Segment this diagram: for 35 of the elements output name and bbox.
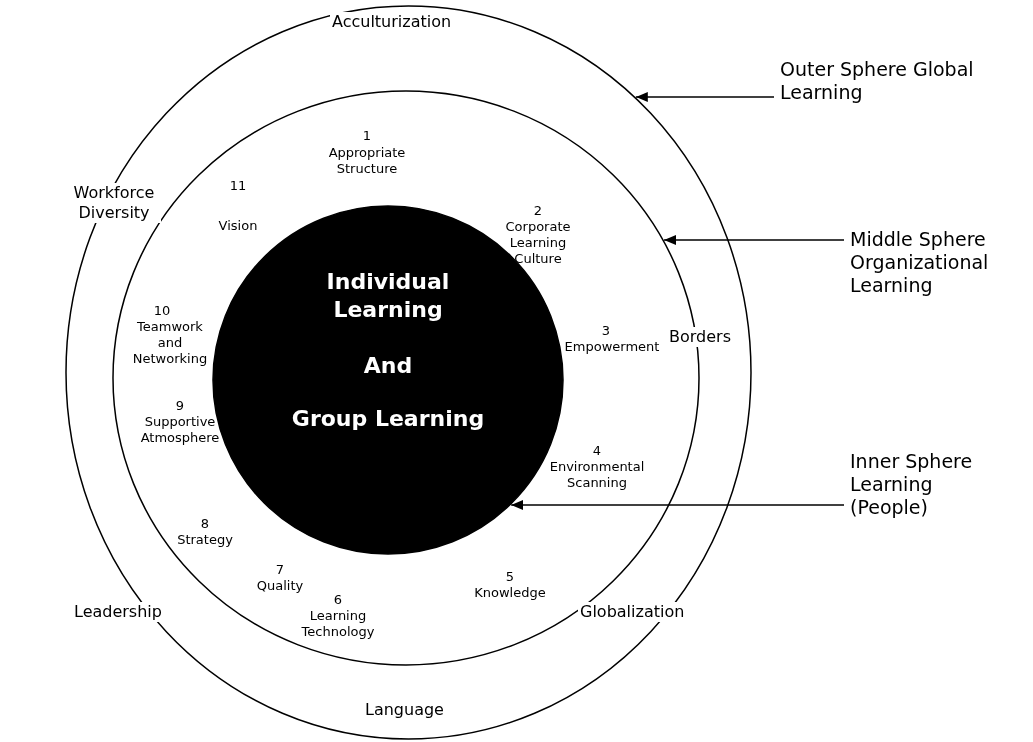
element-label: 9 — [174, 398, 186, 414]
sphere-caption: Outer Sphere Global Learning — [780, 58, 1020, 104]
sphere-label: Language — [363, 700, 446, 720]
core-label: Group Learning — [290, 405, 486, 433]
element-label: 10 — [152, 303, 172, 319]
arrow — [635, 92, 775, 102]
element-label: Environmental Scanning — [549, 459, 645, 491]
element-label: 1 — [361, 128, 373, 144]
element-label: Teamwork and Networking — [131, 319, 209, 367]
element-label: 7 — [274, 562, 286, 578]
sphere-label: Borders — [667, 327, 733, 347]
element-label: Supportive Atmosphere — [139, 414, 221, 446]
element-label: Knowledge — [473, 585, 547, 601]
element-label: 11 — [228, 178, 248, 194]
arrow — [510, 500, 845, 510]
sphere-label: Globalization — [578, 602, 687, 622]
element-label: Empowerment — [563, 339, 661, 355]
core-label: And — [362, 352, 414, 380]
element-label: 3 — [600, 323, 612, 339]
sphere-caption: Middle Sphere Organizational Learning — [850, 228, 1030, 297]
element-label: 5 — [504, 569, 516, 585]
element-label: Learning Technology — [300, 608, 376, 640]
element-label: 4 — [591, 443, 603, 459]
core-label: Individual Learning — [325, 268, 451, 324]
element-label: 8 — [199, 516, 211, 532]
element-label: Appropriate Structure — [327, 145, 407, 177]
sphere-label: Leadership — [72, 602, 164, 622]
element-label: Strategy — [176, 532, 234, 548]
element-label: 2 — [532, 203, 544, 219]
element-label: Corporate Learning Culture — [504, 219, 572, 267]
element-label: Vision — [217, 218, 259, 234]
sphere-caption: Inner Sphere Learning (People) — [850, 450, 1000, 519]
element-label: Quality — [255, 578, 305, 594]
element-label: 6 — [332, 592, 344, 608]
arrow — [663, 235, 845, 245]
